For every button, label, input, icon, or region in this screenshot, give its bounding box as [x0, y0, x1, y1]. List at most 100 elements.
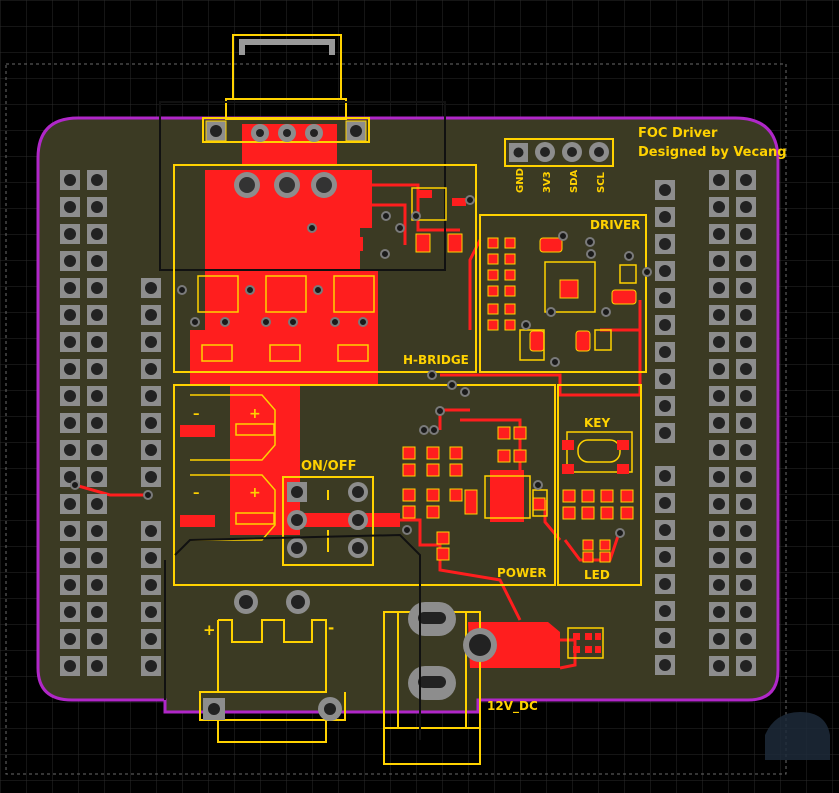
- header-pad-hole: [659, 400, 671, 412]
- header-pad-hole: [91, 363, 103, 375]
- header-pad-hole: [740, 363, 752, 375]
- header-pad-hole: [659, 551, 671, 563]
- header-pad-hole: [91, 660, 103, 672]
- board-subtitle: Designed by Vecang: [638, 145, 787, 160]
- switch-label: ON/OFF: [301, 459, 357, 474]
- header-pad-hole: [740, 606, 752, 618]
- header-pad-hole: [659, 292, 671, 304]
- header-pad-hole: [64, 444, 76, 456]
- header-pad-hole: [91, 471, 103, 483]
- driver-label: DRIVER: [590, 218, 640, 232]
- header-pad-hole: [659, 524, 671, 536]
- header-pad-hole: [145, 417, 157, 429]
- hbridge-label: H-BRIDGE: [403, 353, 469, 367]
- header-pad-hole: [659, 632, 671, 644]
- header-pad-hole: [740, 282, 752, 294]
- flyback-copper: [490, 470, 524, 522]
- header-pad-hole: [91, 282, 103, 294]
- header-pad-hole: [659, 373, 671, 385]
- header-pad-hole: [659, 238, 671, 250]
- terminal-plus-label: +: [203, 621, 216, 639]
- header-pad-hole: [740, 390, 752, 402]
- driver-section: DRIVER: [479, 214, 652, 373]
- header-pad-hole: [64, 525, 76, 537]
- header-pad-hole: [713, 417, 725, 429]
- header-pad-hole: [659, 470, 671, 482]
- left-pin-header: [60, 170, 107, 676]
- header-pad-hole: [91, 444, 103, 456]
- header-pad-hole: [91, 255, 103, 267]
- header-pad-hole: [64, 228, 76, 240]
- cap2-plus-label: +: [249, 485, 261, 501]
- header-pad-hole: [145, 390, 157, 402]
- header-pad-hole: [740, 228, 752, 240]
- header-pad-hole: [659, 319, 671, 331]
- header-pad-hole: [659, 605, 671, 617]
- header-pad-hole: [91, 417, 103, 429]
- header-pad-hole: [659, 265, 671, 277]
- cap2-minus-label: –: [193, 486, 200, 501]
- header-pad-hole: [64, 552, 76, 564]
- header-pad-hole: [64, 498, 76, 510]
- header-pad-hole: [145, 363, 157, 375]
- i2c-header: GND 3V3 SDA SCL: [504, 138, 614, 193]
- header-pad-hole: [145, 606, 157, 618]
- header-pad-hole: [64, 633, 76, 645]
- inner-right-pin-header: [655, 180, 675, 675]
- header-pad-hole: [740, 579, 752, 591]
- courtyard-outlines: [164, 533, 421, 740]
- header-pin-label-gnd: GND: [515, 168, 526, 193]
- header-pad-hole: [64, 606, 76, 618]
- header-pad-hole: [91, 552, 103, 564]
- header-pad-hole: [713, 201, 725, 213]
- header-pad-hole: [64, 201, 76, 213]
- via: [143, 490, 153, 500]
- header-pad-hole: [740, 471, 752, 483]
- header-pad-hole: [145, 336, 157, 348]
- header-pad-hole: [91, 579, 103, 591]
- hbridge-section: H-BRIDGE: [173, 164, 477, 373]
- via: [70, 480, 80, 490]
- header-pad-hole: [64, 417, 76, 429]
- header-pad-hole: [91, 390, 103, 402]
- header-pad-hole: [145, 471, 157, 483]
- header-pad-hole: [64, 363, 76, 375]
- cap1-minus-label: –: [193, 407, 200, 422]
- led-label: LED: [584, 568, 610, 582]
- header-pad-hole: [64, 579, 76, 591]
- header-pad-hole: [713, 552, 725, 564]
- header-pad-hole: [64, 309, 76, 321]
- header-pad-hole: [740, 444, 752, 456]
- header-pad-hole: [713, 633, 725, 645]
- header-pad-hole: [713, 363, 725, 375]
- header-pad-hole: [740, 255, 752, 267]
- header-pad-hole: [145, 444, 157, 456]
- key-led-section: KEY LED: [557, 384, 642, 586]
- power-section: – + – +: [173, 370, 556, 586]
- header-pad-hole: [64, 282, 76, 294]
- keepout-outline: [5, 63, 787, 775]
- header-pad-hole: [713, 660, 725, 672]
- header-pad-hole: [64, 660, 76, 672]
- header-pad-hole: [713, 309, 725, 321]
- header-pad-hole: [91, 633, 103, 645]
- header-pad-hole: [713, 228, 725, 240]
- inner-left-pin-header: [141, 278, 161, 676]
- header-pad-hole: [145, 633, 157, 645]
- header-pad-hole: [740, 525, 752, 537]
- header-pin-label-3v3: 3V3: [542, 171, 553, 193]
- header-pad-hole: [713, 282, 725, 294]
- header-pad-hole: [713, 390, 725, 402]
- right-pin-header: [709, 170, 756, 676]
- header-pin-label-scl: SCL: [596, 171, 607, 193]
- header-pad-hole: [91, 606, 103, 618]
- header-pad-hole: [145, 660, 157, 672]
- header-pad-hole: [145, 309, 157, 321]
- header-pad-hole: [659, 578, 671, 590]
- header-pad-hole: [713, 174, 725, 186]
- header-pad-hole: [740, 552, 752, 564]
- header-pad-hole: [713, 525, 725, 537]
- header-pad-hole: [91, 174, 103, 186]
- header-pad-hole: [713, 336, 725, 348]
- power-label: POWER: [497, 566, 547, 580]
